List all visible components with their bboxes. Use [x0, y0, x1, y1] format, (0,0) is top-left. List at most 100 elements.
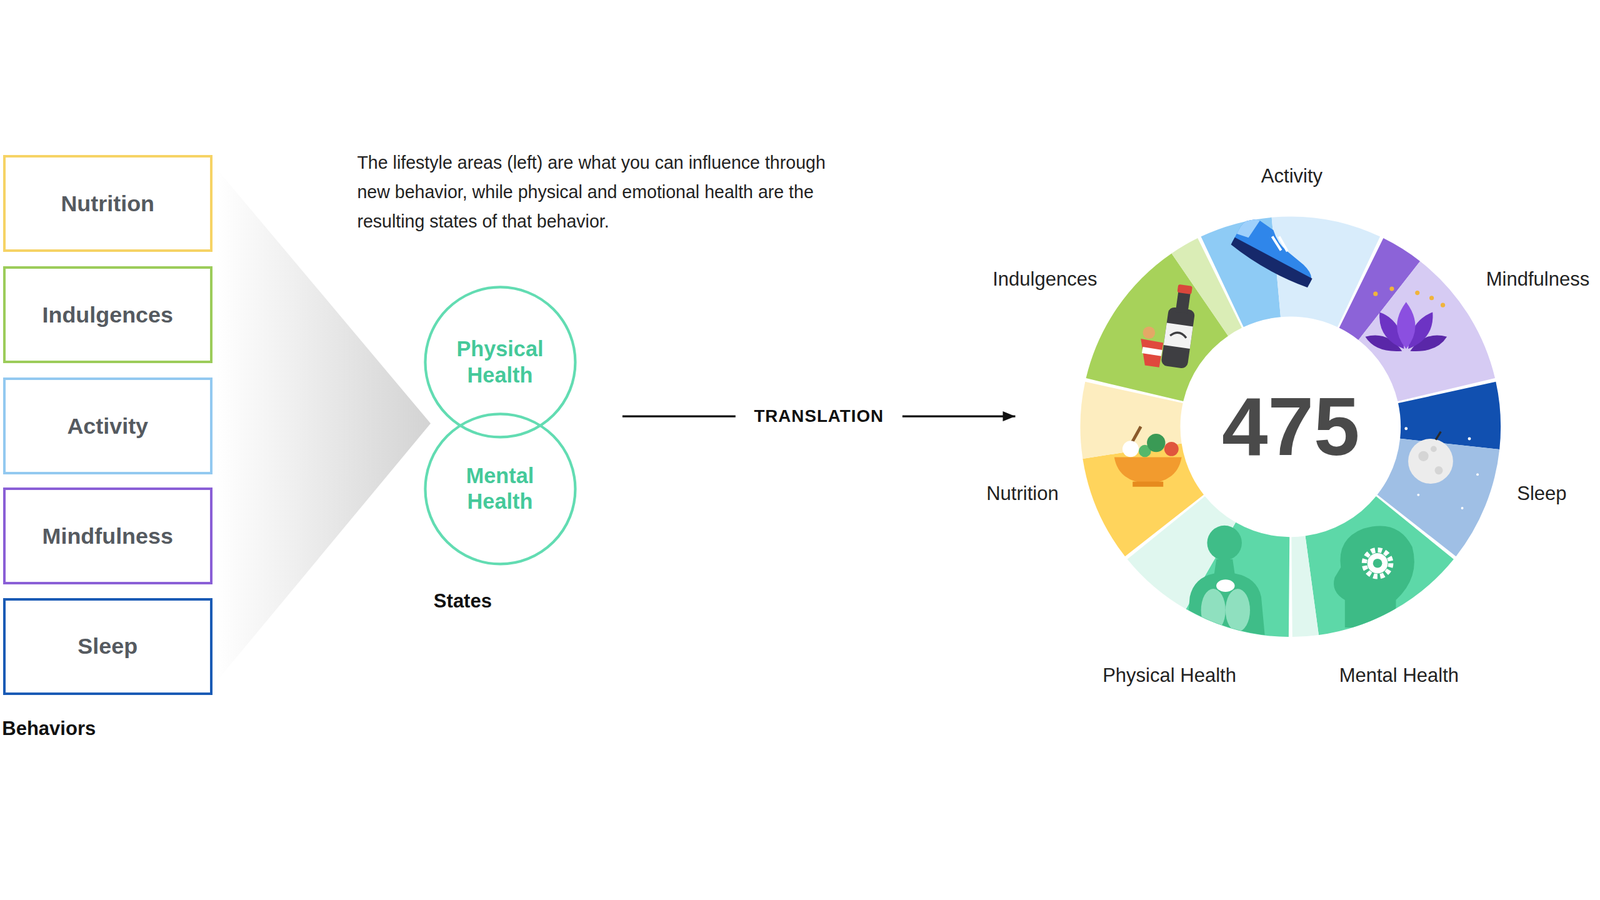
box-label: Activity [66, 413, 149, 440]
bottle-tag-mark [1170, 331, 1187, 339]
segment-label: Activity [1261, 165, 1323, 188]
box-label: Mindfulness [42, 523, 174, 550]
circle-outline-shape [425, 413, 575, 564]
bottle-shape [1160, 283, 1199, 369]
food-rice [1122, 440, 1139, 457]
moon-crater [1435, 466, 1444, 475]
box-label: Sleep [77, 633, 138, 660]
star-dot [1476, 473, 1479, 476]
bottle-tag [1163, 322, 1194, 349]
lotus-dot [1389, 286, 1394, 291]
circle-label: Physical Health [448, 336, 551, 388]
description-text: The lifestyle areas (left) are what you … [356, 148, 837, 237]
food-tomato [1164, 441, 1179, 457]
circle-outline [423, 285, 577, 439]
score-number: 475 [1221, 385, 1360, 468]
wheel-segment [1291, 535, 1320, 637]
bottle-cap [1177, 284, 1193, 295]
star-dot [1461, 506, 1464, 510]
food-greens [1138, 445, 1152, 458]
body-icon [1185, 525, 1265, 641]
snack-shape [1143, 326, 1156, 339]
shoe-laces [1268, 233, 1292, 254]
segment-label: Mindfulness [1486, 268, 1590, 291]
funnel-shape [216, 168, 431, 682]
lotus-dot [1440, 303, 1445, 308]
bowl-body [1114, 456, 1182, 484]
segment-label: Indulgences [992, 268, 1097, 291]
lotus-dot [1373, 291, 1378, 297]
bowl-icon [1114, 426, 1182, 487]
body-lung [1201, 588, 1226, 632]
circle-label: Mental Health [448, 463, 551, 515]
segment-label: Mental Health [1339, 664, 1459, 687]
wheel-segment [1305, 496, 1454, 635]
group-heading: Behaviors [1, 717, 96, 740]
segment-label: Nutrition [986, 482, 1059, 505]
head-icon [1333, 525, 1415, 628]
wheel-segment [1083, 443, 1205, 557]
body-head [1206, 525, 1242, 561]
behavior-box: Mindfulness [3, 487, 213, 585]
bowl-base [1132, 481, 1164, 487]
circle-outline [423, 412, 577, 566]
moon-disc [1408, 438, 1454, 484]
behavior-box: Activity [3, 377, 213, 475]
cup-shape [1140, 338, 1164, 368]
wheel-segment [1358, 261, 1496, 402]
shoe-sole [1228, 237, 1313, 290]
lotus-dot [1429, 295, 1434, 300]
body-lung [1225, 588, 1250, 632]
behavior-box: Nutrition [3, 155, 213, 252]
bottle-neck [1175, 289, 1191, 314]
bottle-body [1160, 306, 1195, 370]
wheel-segment [1398, 381, 1502, 449]
group-heading: States [433, 590, 492, 613]
shoe-icon [1228, 213, 1325, 290]
moon-flag [1435, 431, 1441, 440]
moon-crater [1418, 451, 1429, 462]
lotus-dot [1415, 290, 1420, 295]
behavior-box: Sleep [3, 598, 213, 695]
gear-body [1367, 553, 1389, 574]
body-thyroid [1216, 579, 1235, 592]
shoe-upper [1231, 213, 1325, 284]
bottle-icon [1140, 283, 1199, 369]
moon-crater [1430, 445, 1437, 452]
star-dot [1468, 437, 1472, 441]
segment-label: Physical Health [1102, 664, 1237, 687]
lotus-icon [1365, 286, 1447, 352]
star-dot [1404, 426, 1408, 430]
star-dot [1416, 493, 1420, 497]
segment-label: Sleep [1516, 482, 1567, 505]
behavior-box: Indulgences [3, 266, 213, 364]
chopstick [1130, 426, 1141, 445]
group-frame: StatesPhysical HealthMental Health [423, 265, 623, 567]
group-frame: BehaviorsNutritionIndulgencesActivityMin… [0, 153, 217, 699]
body-torso [1185, 559, 1265, 642]
cup-band [1141, 346, 1163, 357]
state-circle: Mental Health [423, 412, 577, 566]
wheel-segment [1171, 238, 1242, 336]
gear-teeth [1364, 550, 1391, 577]
moon-icon [1404, 426, 1479, 510]
food-greens [1146, 433, 1165, 452]
edge-label: TRANSLATION [735, 406, 902, 427]
state-circle: Physical Health [423, 285, 577, 439]
shoe-heel [1236, 213, 1260, 240]
lotus-petal [1408, 312, 1433, 350]
gear-hole [1373, 558, 1383, 569]
box-label: Nutrition [60, 190, 155, 217]
lotus-petal [1365, 335, 1402, 352]
lotus-petal [1410, 335, 1447, 352]
score-wheel: 475 [1015, 151, 1567, 703]
wheel-icons [1114, 213, 1479, 641]
lotus-petal [1396, 301, 1415, 349]
box-label: Indulgences [41, 301, 174, 329]
head-silhouette [1333, 525, 1415, 628]
